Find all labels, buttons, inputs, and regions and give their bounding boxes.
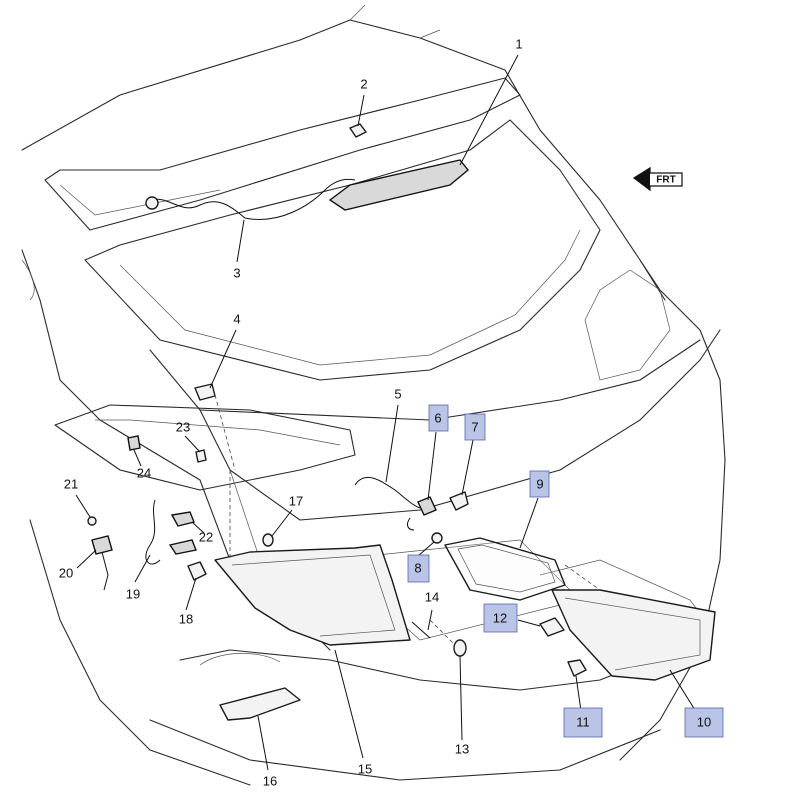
callout-11-highlight: [563, 707, 603, 738]
bulb-part-18: [187, 561, 207, 581]
callout-9: 9: [536, 476, 543, 491]
callout-6-highlight: [428, 404, 449, 432]
callout-7-highlight: [464, 413, 486, 441]
pad-part-12: [539, 617, 565, 637]
callout-10-highlight: [684, 707, 724, 738]
direction-marker-label: FRT: [656, 175, 675, 186]
callout-8-highlight: [407, 554, 430, 583]
callout-labels: 1 2 3 4 5 6 7 8 9 10 11 12 13 14 15 16 1…: [59, 36, 724, 788]
callout-17: 17: [289, 493, 303, 508]
callout-19: 19: [126, 586, 140, 601]
tail-lamp-left-part-15: [214, 544, 411, 646]
callout-4: 4: [233, 311, 240, 326]
callout-5: 5: [394, 386, 401, 401]
callout-6: 6: [434, 410, 441, 425]
callout-23: 23: [176, 419, 190, 434]
harness-connector-left: [145, 196, 159, 210]
wiring-harness-part-5: [354, 476, 421, 509]
high-mount-stop-lamp: [328, 159, 469, 211]
callout-11: 11: [576, 714, 590, 729]
tail-lamp-right-part-10: [551, 589, 716, 681]
callout-16: 16: [263, 773, 277, 788]
retainer-part-4: [194, 383, 216, 401]
reflector-part-16: [219, 687, 301, 721]
callout-1: 1: [515, 36, 522, 51]
callout-13: 13: [455, 741, 469, 756]
connector-part-20: [91, 535, 113, 555]
callout-24: 24: [137, 465, 151, 480]
callout-12-highlight: [483, 603, 518, 633]
callout-15: 15: [358, 761, 372, 776]
bolt-part-2: [349, 123, 367, 138]
gasket-part-8: [431, 532, 443, 544]
screw-part-23: [195, 449, 207, 463]
callout-20: 20: [59, 565, 73, 580]
callout-3: 3: [233, 265, 240, 280]
wiring-harness-part-3: [149, 178, 356, 220]
callout-18: 18: [179, 611, 193, 626]
callout-8: 8: [414, 560, 421, 575]
bulb-socket-part-6: [417, 496, 437, 516]
callout-14: 14: [425, 589, 439, 604]
clip-part-17: [262, 533, 274, 547]
wiring-harness-part-19: [145, 499, 161, 565]
callout-7: 7: [471, 419, 478, 434]
callout-9-highlight: [529, 470, 550, 498]
assembly-alignment-lines: [214, 394, 601, 646]
bulb-part-7: [449, 491, 469, 511]
callout-2: 2: [360, 76, 367, 91]
pin-part-14: [411, 621, 431, 639]
bulb-socket-part-22: [170, 511, 195, 527]
grommet-part-21: [87, 516, 97, 526]
nut-part-11: [567, 659, 587, 677]
callout-21: 21: [64, 476, 78, 491]
callout-12: 12: [493, 610, 507, 625]
parts-layer: [87, 123, 716, 721]
front-direction-marker: FRT: [632, 166, 683, 192]
seal-part-9: [444, 537, 566, 601]
callout-10: 10: [697, 714, 711, 729]
bulb-socket-part-24: [127, 435, 141, 451]
callout-22: 22: [199, 529, 213, 544]
seal-part-13: [453, 639, 467, 657]
